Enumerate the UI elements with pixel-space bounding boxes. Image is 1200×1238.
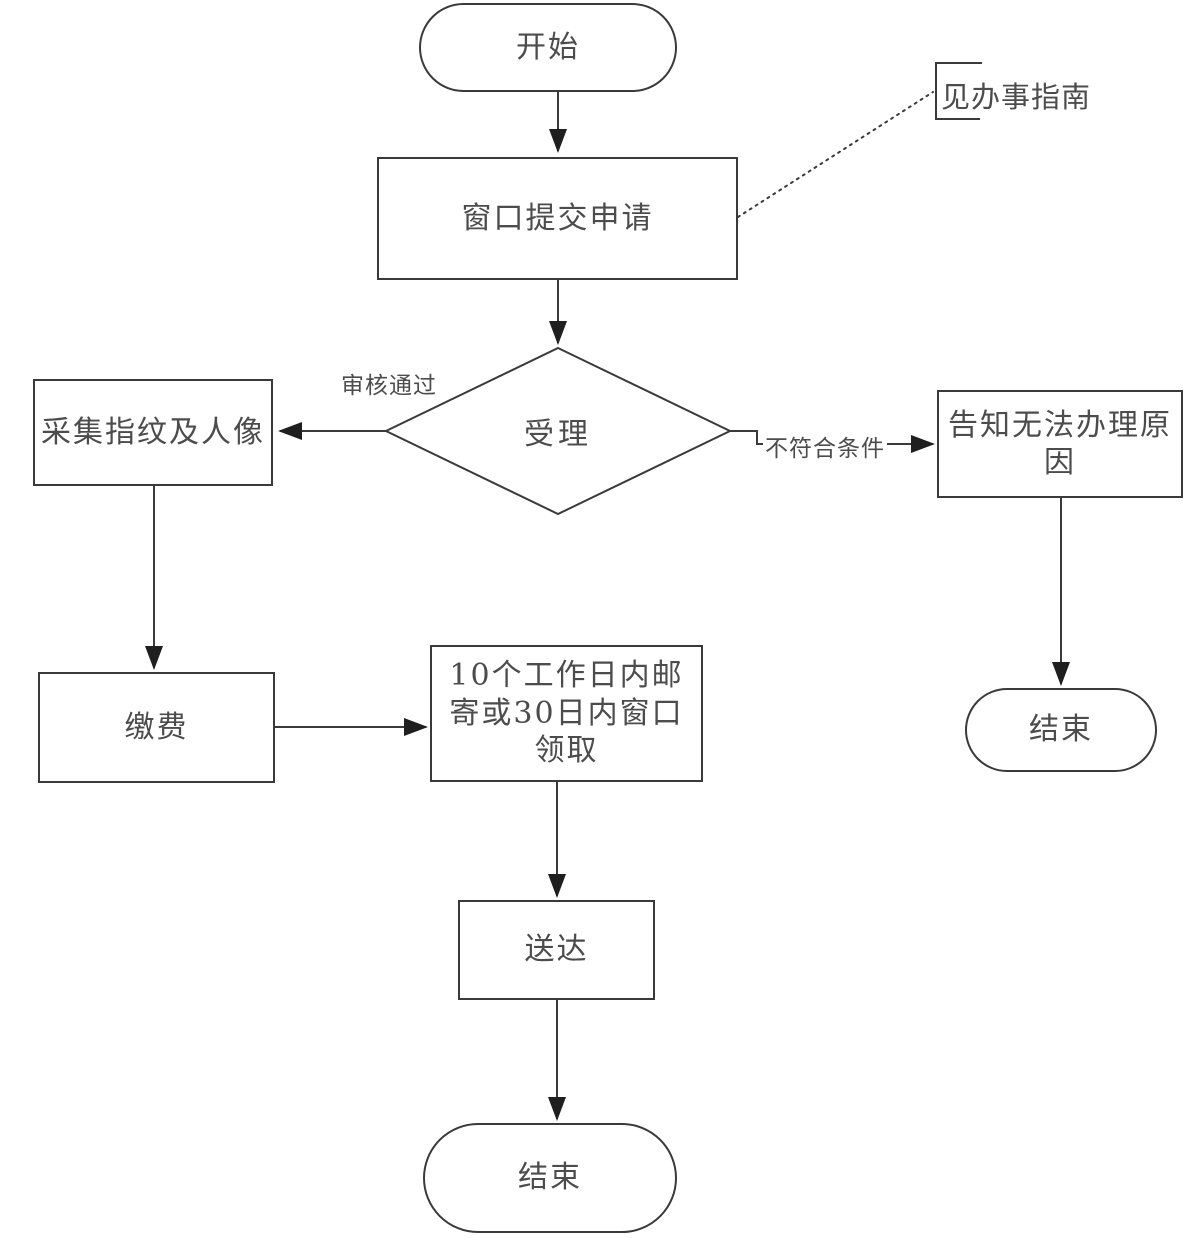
start-terminator: 开始 — [419, 3, 677, 92]
notify-reason-box: 告知无法办理原因 — [937, 390, 1183, 498]
guide-annotation: 见办事指南 — [941, 80, 1092, 114]
end-terminator-main: 结束 — [423, 1123, 677, 1233]
deliver-label: 送达 — [524, 932, 589, 968]
end-main-label: 结束 — [518, 1160, 582, 1196]
mail-or-pickup-box: 10个工作日内邮寄或30日内窗口领取 — [430, 645, 703, 782]
annotation-bracket — [935, 62, 982, 120]
deliver-box: 送达 — [458, 900, 655, 1000]
accept-decision: 受理 — [386, 348, 730, 514]
pay-fee-label: 缴费 — [124, 709, 189, 745]
end-terminator-reject: 结束 — [965, 688, 1157, 772]
edge-label-rejected: 不符合条件 — [763, 429, 887, 463]
pay-fee-box: 缴费 — [38, 672, 275, 783]
start-label: 开始 — [516, 29, 580, 65]
submit-application-box: 窗口提交申请 — [377, 157, 738, 280]
notify-reason-label: 告知无法办理原因 — [948, 407, 1172, 481]
end-reject-label: 结束 — [1029, 712, 1093, 748]
edge-label-approved: 审核通过 — [341, 373, 437, 399]
collect-fingerprint-label: 采集指纹及人像 — [41, 414, 265, 450]
accept-decision-label: 受理 — [524, 417, 592, 452]
mail-or-pickup-label: 10个工作日内邮寄或30日内窗口领取 — [449, 658, 684, 769]
submit-application-label: 窗口提交申请 — [461, 200, 654, 236]
collect-fingerprint-box: 采集指纹及人像 — [33, 379, 273, 486]
decision-diamond-shape — [383, 346, 733, 516]
dotted-annotation-link — [737, 91, 934, 218]
